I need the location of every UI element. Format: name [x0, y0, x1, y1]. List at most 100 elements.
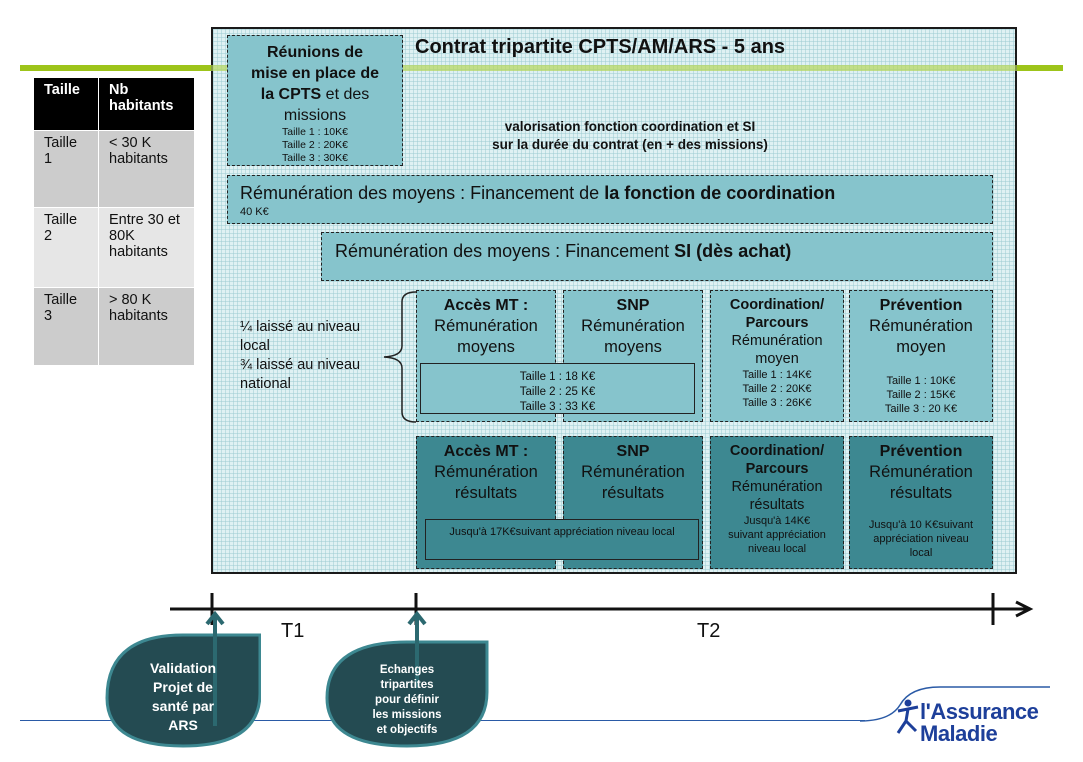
si-text-bold: SI (dès achat) [674, 241, 792, 261]
size-cell: Taille 2 [33, 207, 99, 288]
amount-line: Taille 1 : 14K€ [742, 369, 812, 381]
milestone-validation-bubble: Validation Projet de santé par ARS [105, 610, 261, 748]
si-funding-box: Rémunération des moyens : Financement SI… [321, 232, 993, 281]
reunions-title-1: Réunions de [266, 44, 363, 61]
reunions-amounts: Taille 1 : 10K€ Taille 2 : 20K€ Taille 3… [228, 126, 402, 165]
amount-line: Taille 2 : 15K€ [886, 389, 956, 401]
population-cell: > 80 K habitants [98, 287, 195, 366]
coordination-parcours-moyens-box: Coordination/ Parcours Rémunération moye… [710, 290, 844, 422]
box-title: SNP [616, 443, 650, 460]
si-text: Rémunération des moyens : Financement [335, 241, 675, 261]
box-line: moyens [604, 338, 662, 356]
population-cell: Entre 30 et 80K habitants [98, 207, 195, 288]
size-cell: Taille 1 [33, 130, 99, 208]
assurance-maladie-logo: l'Assurance Maladie [860, 683, 1070, 758]
box-line: Rémunération [581, 463, 685, 481]
milestone-text: Validation Projet de santé par ARS [149, 660, 217, 733]
amount-line: Taille 3 : 20 K€ [884, 403, 958, 415]
logo-swoosh [860, 686, 1050, 722]
arrow-up-icon [407, 610, 427, 688]
brace-icon [383, 291, 417, 423]
box-line: résultats [601, 484, 665, 502]
milestone-text: Echanges tripartites pour définir les mi… [372, 664, 442, 736]
box-line: Rémunération [434, 317, 538, 335]
note-line: suivant appréciation [728, 529, 826, 541]
acces-snp-amounts-box: Taille 1 : 18 K€ Taille 2 : 25 K€ Taille… [420, 363, 695, 414]
prevention-moyens-box: Prévention Rémunération moyen Taille 1 :… [849, 290, 993, 422]
box-title: Accès MT : [443, 443, 529, 460]
note-line: Jusqu'à 14K€ [743, 515, 811, 527]
prevention-resultats-box: Prévention Rémunération résultats Jusqu'… [849, 436, 993, 569]
milestone-echanges-bubble: Echanges tripartites pour définir les mi… [325, 610, 489, 748]
box-line: Rémunération [731, 333, 823, 349]
box-line: Rémunération [581, 317, 685, 335]
size-cell: Taille 3 [33, 287, 99, 366]
amount-line: Taille 1 : 18 K€ [519, 371, 596, 383]
box-title: Parcours [745, 315, 809, 331]
box-title: Coordination/ [729, 443, 825, 459]
amount-line: Taille 2 : 20K€ [742, 383, 812, 395]
person-figure-icon [896, 699, 919, 734]
coordination-parcours-resultats-box: Coordination/ Parcours Rémunération résu… [710, 436, 844, 569]
box-line: moyens [457, 338, 515, 356]
box-line: Rémunération [869, 463, 973, 481]
amount-line: Taille 1 : 10K€ [886, 375, 956, 387]
amount-line: Taille 2 : 25 K€ [519, 386, 596, 398]
size-table-header: Taille Nb habitants [33, 77, 195, 131]
local-national-note: ¼ laissé au niveau local ¾ laissé au niv… [240, 318, 380, 394]
note-line: niveau local [747, 543, 807, 555]
table-row: Taille 3 > 80 K habitants [33, 287, 195, 366]
box-title: Prévention [879, 443, 963, 460]
note-line: ¼ laissé au niveau local [240, 319, 361, 354]
note-line: Jusqu'à 10 K€suivant [868, 519, 974, 531]
header-taille: Taille [33, 77, 99, 131]
valorisation-line: sur la durée du contrat (en + des missio… [492, 137, 768, 152]
table-row: Taille 2 Entre 30 et 80K habitants [33, 207, 195, 288]
box-title: SNP [616, 297, 650, 314]
valorisation-note: valorisation fonction coordination et SI… [455, 118, 805, 154]
reunions-box: Réunions de mise en place de la CPTS et … [227, 35, 403, 166]
box-line: résultats [749, 497, 805, 513]
reunions-title-3: la CPTS [260, 86, 322, 103]
note-line: local [909, 547, 933, 559]
box-title: Prévention [879, 297, 963, 314]
box-line: résultats [889, 484, 953, 502]
box-line: moyen [755, 351, 799, 367]
box-line: Rémunération [731, 479, 823, 495]
coordination-text: Rémunération des moyens : Financement de [240, 183, 605, 203]
box-line: Rémunération [869, 317, 973, 335]
amount-line: Taille 3 : 30K€ [282, 152, 348, 164]
valorisation-line: valorisation fonction coordination et SI [504, 119, 756, 134]
note-line: ¾ laissé au niveau national [240, 357, 361, 392]
box-title: Parcours [745, 461, 809, 477]
amount-line: Taille 3 : 33 K€ [519, 401, 596, 413]
period-t1-label: T1 [281, 620, 305, 642]
callout-shape [325, 640, 489, 748]
logo-line1: l'Assurance [920, 699, 1039, 724]
amount-line: Taille 1 : 10K€ [282, 126, 348, 138]
frame-accent-line [211, 65, 1017, 71]
population-cell: < 30 K habitants [98, 130, 195, 208]
arrow-up-icon [205, 610, 225, 726]
header-nb-habitants: Nb habitants [98, 77, 195, 131]
reunions-title-4: missions [283, 107, 347, 124]
amount-line: Taille 2 : 20K€ [282, 139, 348, 151]
size-table: Taille Nb habitants Taille 1 < 30 K habi… [33, 77, 195, 366]
contract-title: Contrat tripartite CPTS/AM/ARS - 5 ans [415, 36, 786, 58]
note-line: appréciation niveau [873, 533, 969, 545]
box-line: résultats [454, 484, 518, 502]
callout-shape [105, 633, 261, 748]
box-title: Accès MT : [443, 297, 529, 314]
table-row: Taille 1 < 30 K habitants [33, 130, 195, 208]
amount-line: Taille 3 : 26K€ [742, 397, 812, 409]
period-t2-label: T2 [697, 620, 721, 642]
reunions-title-3b: et des [321, 86, 370, 103]
box-title: Coordination/ [729, 297, 825, 313]
reunions-title-2: mise en place de [250, 65, 380, 82]
coordination-text-bold: la fonction de coordination [604, 183, 836, 203]
logo-line2: Maladie [920, 721, 998, 746]
coordination-amount: 40 K€ [240, 206, 269, 218]
coordination-funding-box: Rémunération des moyens : Financement de… [227, 175, 993, 224]
box-line: Rémunération [434, 463, 538, 481]
box-line: moyen [896, 338, 946, 356]
